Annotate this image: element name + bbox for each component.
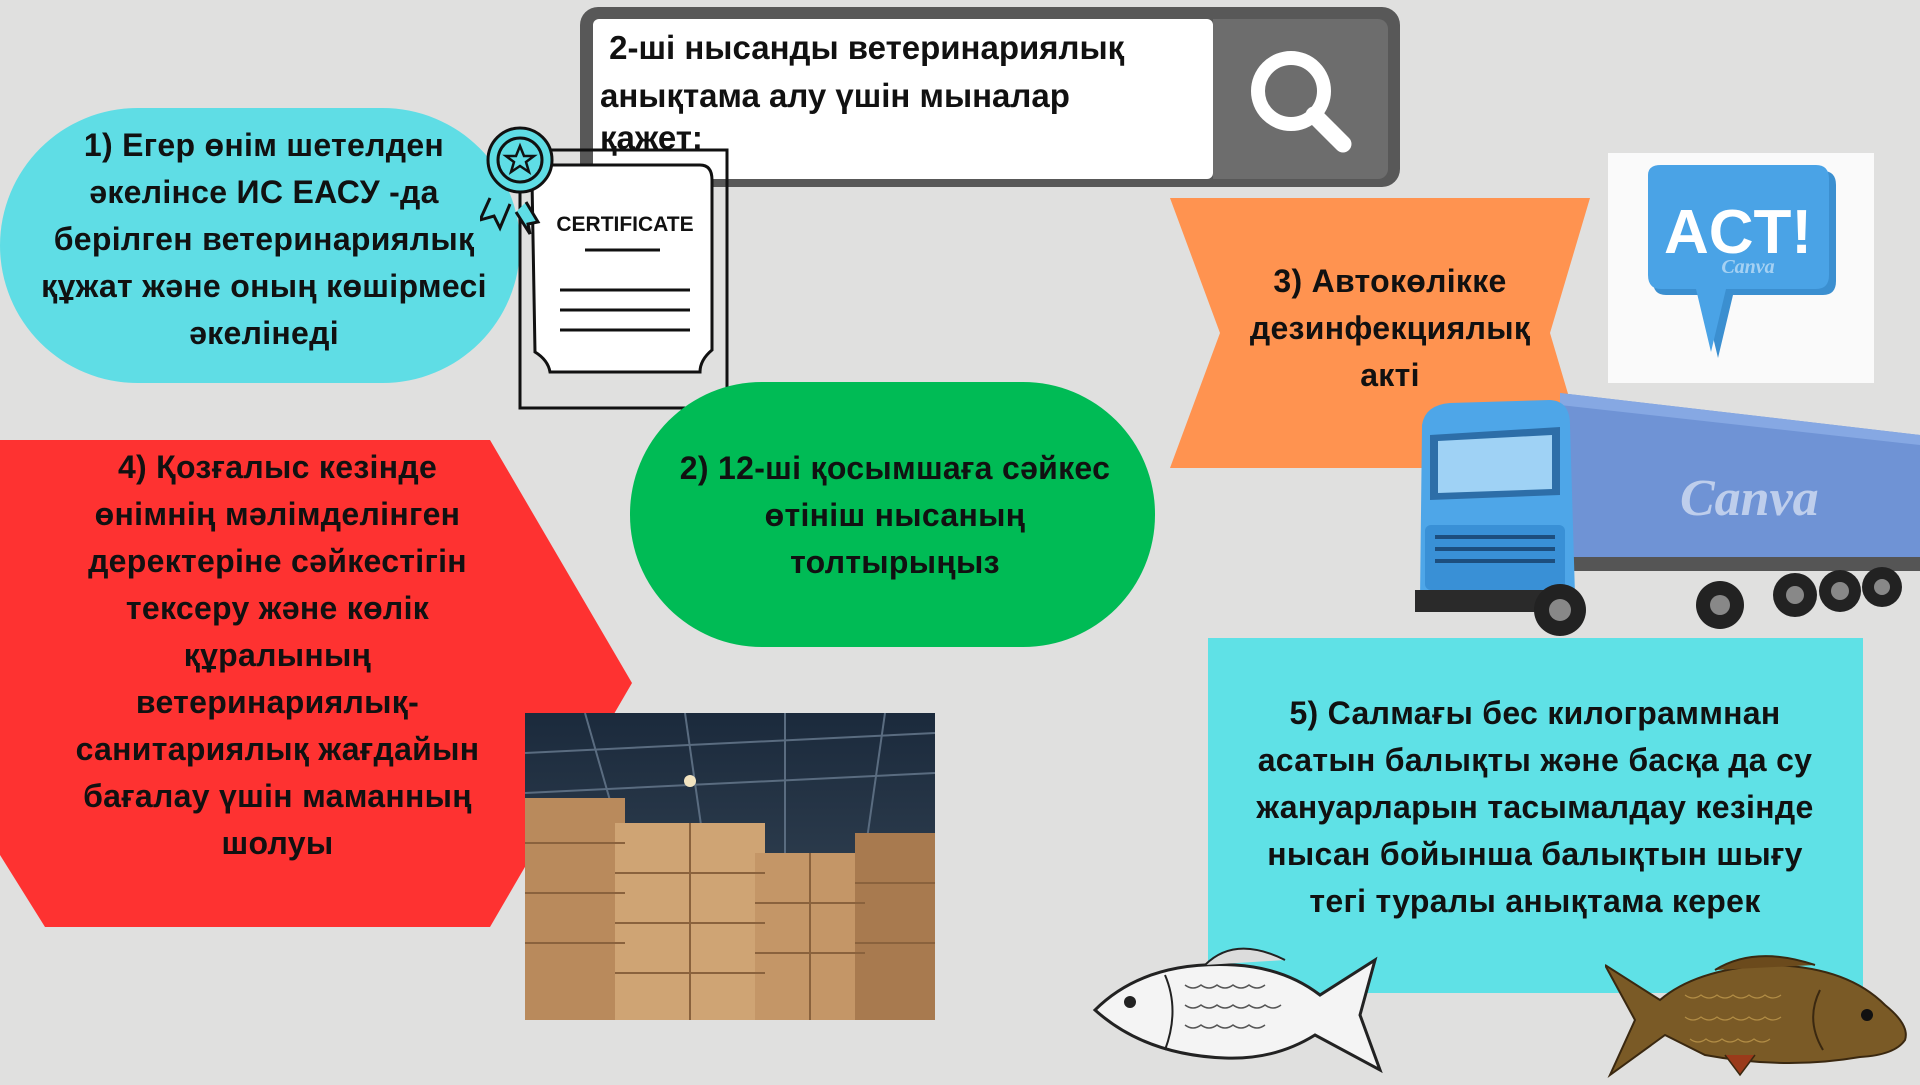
item5-text: 5) Салмағы бес килограммнан асатын балық… [1210, 690, 1860, 925]
search-button[interactable] [1213, 19, 1388, 179]
item4-line: ветеринариялық- [135, 684, 420, 720]
fish-carp-icon [1604, 945, 1920, 1080]
item2-line: толтырыңыз [790, 544, 1000, 580]
search-text-line: анықтама алу үшін мыналар [600, 77, 1070, 114]
warehouse-image [524, 712, 936, 1020]
item1-line: құжат және оның көшірмесі [41, 268, 487, 304]
item1-line: берілген ветеринариялық [53, 221, 475, 257]
search-text: 2-ші нысанды ветеринариялық анықтама алу… [600, 24, 1200, 156]
item5-line: асатын балықты және басқа да су [1257, 742, 1813, 778]
item4-line: санитариялық жағдайын [75, 731, 480, 767]
item3-text: 3) Автокөлікке дезинфекциялық акті [1205, 258, 1575, 399]
item4-line: 4) Қозғалыс кезінде [117, 449, 438, 485]
item2-bubble [630, 382, 1155, 647]
item1-line: 1) Егер өнім шетелден [83, 127, 445, 163]
act-label: ACT! [1664, 198, 1812, 267]
certificate-icon: CERTIFICATE [477, 120, 730, 410]
fish-sketch-icon [1085, 940, 1385, 1080]
item4-line: деректеріне сәйкестігін [88, 543, 467, 579]
item4-line: шолуы [221, 825, 334, 861]
item4-line: тексеру және көлік [125, 590, 430, 626]
item1-line: әкелінеді [189, 315, 339, 351]
item4-shape [0, 440, 632, 927]
truck-icon: Canva [1410, 385, 1920, 647]
search-icon [1251, 51, 1352, 153]
item4-line: құралының [183, 637, 372, 673]
item5-line: жануарларын тасымалдау кезінде [1256, 789, 1814, 825]
act-sign-image: ACT! Canva [1608, 153, 1874, 383]
item2-line: 2) 12-ші қосымшаға сәйкес [679, 450, 1111, 486]
item5-line: нысан бойынша балықтын шығу [1267, 836, 1803, 872]
item2-line: өтініш нысаның [764, 497, 1026, 533]
item1-bubble [0, 108, 520, 383]
item5-line: тегі туралы анықтама керек [1309, 883, 1761, 919]
item2-text: 2) 12-ші қосымшаға сәйкес өтініш нысаның… [650, 445, 1140, 586]
item3-shape [1170, 198, 1590, 468]
certificate-label: CERTIFICATE [556, 213, 693, 236]
item3-line: 3) Автокөлікке [1273, 263, 1507, 299]
item1-text: 1) Егер өнім шетелден әкелінсе ИС ЕАСУ -… [8, 122, 520, 357]
act-watermark: Canva [1721, 256, 1774, 278]
truck-watermark: Canva [1680, 470, 1819, 527]
item5-line: 5) Салмағы бес килограммнан [1289, 695, 1781, 731]
item3-line: акті [1360, 357, 1420, 393]
item1-line: әкелінсе ИС ЕАСУ -да [89, 174, 439, 210]
item3-line: дезинфекциялық [1249, 310, 1531, 346]
item4-text: 4) Қозғалыс кезінде өнімнің мәлімделінге… [25, 444, 530, 867]
item4-line: бағалау үшін маманның [83, 778, 472, 814]
item5-box [1208, 638, 1863, 993]
item4-line: өнімнің мәлімделінген [94, 496, 461, 532]
search-text-line: 2-ші нысанды ветеринариялық [600, 29, 1125, 66]
search-field[interactable] [593, 19, 1213, 179]
